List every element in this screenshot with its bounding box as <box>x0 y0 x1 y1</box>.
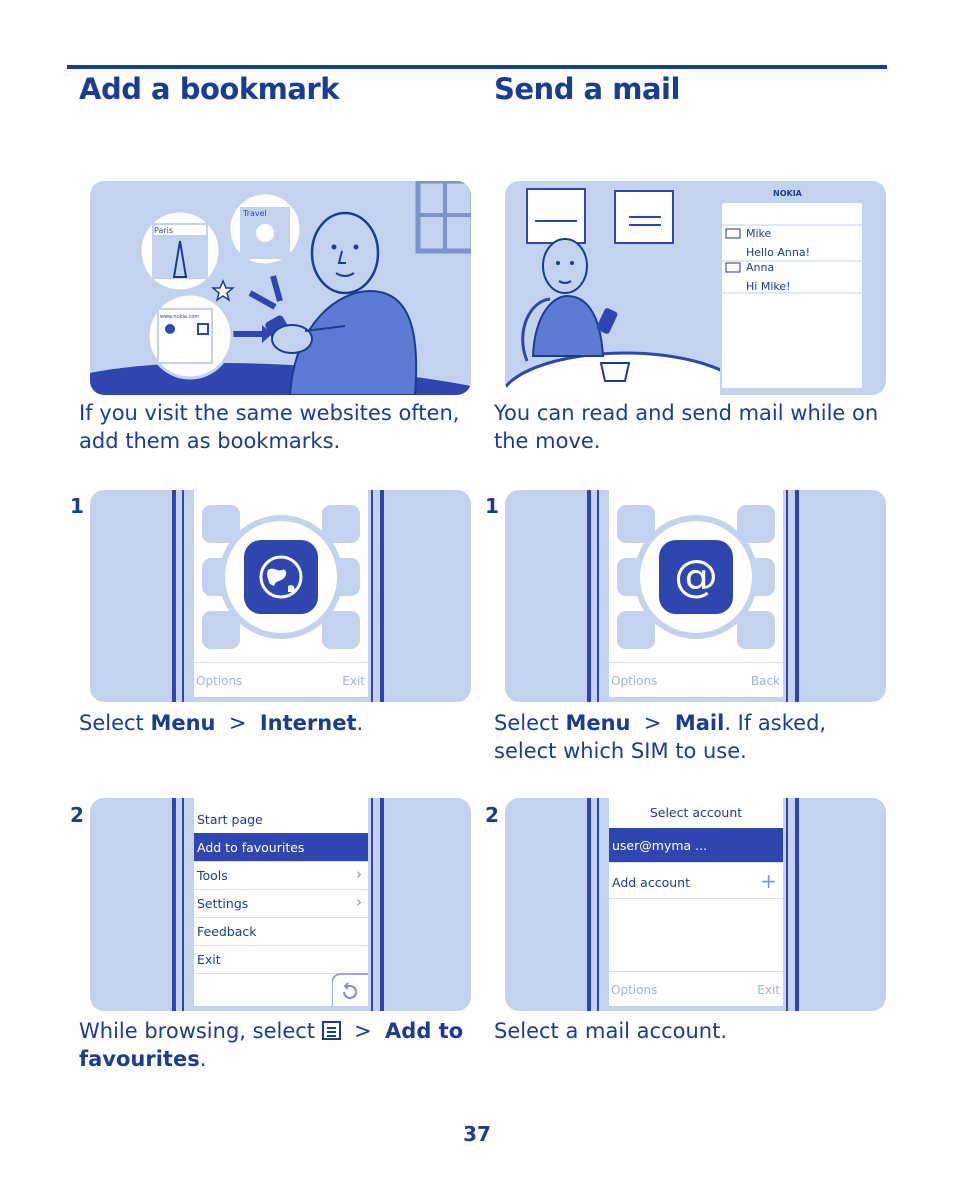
at-sign-icon: @ <box>659 540 733 614</box>
send-mail-title: Send a mail <box>494 72 680 106</box>
step1-instruction: Select Menu > Mail. If asked, select whi… <box>494 711 827 763</box>
softkey-back[interactable]: Back <box>750 674 780 688</box>
svg-text:Hello Anna!: Hello Anna! <box>746 246 810 259</box>
internet-screen-panel: Options Exit <box>90 490 471 702</box>
menu-item-start-page[interactable]: Start page <box>194 805 368 834</box>
softkey-options[interactable]: Options <box>196 674 243 688</box>
page-number: 37 <box>463 1122 491 1146</box>
svg-text:NOKIA: NOKIA <box>773 189 803 198</box>
softkey-options[interactable]: Options <box>611 674 658 688</box>
globe-icon <box>244 540 318 614</box>
menu-item-feedback[interactable]: Feedback <box>194 917 368 946</box>
browser-menu-panel: Start page Add to favourites Tools› Sett… <box>90 798 471 1011</box>
mail-intro: You can read and send mail while on the … <box>494 401 879 453</box>
step-number: 1 <box>70 494 84 518</box>
menu-item-tools[interactable]: Tools› <box>194 861 368 890</box>
select-account-header: Select account <box>649 805 743 820</box>
mail-app[interactable]: @ <box>634 515 758 639</box>
add-account-item[interactable]: Add account+ <box>609 864 783 899</box>
step-number: 2 <box>485 803 499 827</box>
menu-item-settings[interactable]: Settings› <box>194 889 368 918</box>
softkey-options[interactable]: Options <box>611 983 658 997</box>
svg-text:www.nokia.com: www.nokia.com <box>160 314 199 320</box>
step1-instruction: Select Menu > Internet. <box>79 711 364 735</box>
softkey-exit[interactable]: Exit <box>342 674 365 688</box>
options-menu: Start page Add to favourites Tools› Sett… <box>194 798 368 1006</box>
svg-text:@: @ <box>674 551 718 602</box>
top-rule <box>67 65 887 69</box>
step-number: 2 <box>70 803 84 827</box>
svg-text:Hi Mike!: Hi Mike! <box>746 280 791 293</box>
svg-text:Mike: Mike <box>746 227 772 240</box>
svg-text:Paris: Paris <box>154 226 173 235</box>
menu-item-exit[interactable]: Exit <box>194 945 368 974</box>
step2-instruction: Select a mail account. <box>494 1019 728 1043</box>
bookmark-intro: If you visit the same websites often, ad… <box>79 401 460 453</box>
mail-screen-panel: @ Options Back <box>505 490 886 702</box>
phone-screen: @ Options Back <box>609 490 783 697</box>
account-select-panel: Select account user@myma ... Add account… <box>505 798 886 1011</box>
menu-list-icon <box>321 1021 341 1040</box>
internet-app[interactable] <box>219 515 343 639</box>
svg-text:Anna: Anna <box>746 261 774 274</box>
plus-icon: + <box>760 869 777 893</box>
bookmark-illustration: Paris Travel www.nokia.com <box>90 181 471 395</box>
softkey-exit[interactable]: Exit <box>757 983 780 997</box>
chevron-right-icon: › <box>356 893 362 911</box>
add-bookmark-title: Add a bookmark <box>79 72 340 106</box>
account-item[interactable]: user@myma ... <box>609 828 783 863</box>
mail-illustration: NOKIA Mike Hello Anna! Anna Hi Mike! <box>505 181 886 395</box>
menu-item-add-to-favourites[interactable]: Add to favourites <box>194 833 368 862</box>
svg-text:Travel: Travel <box>242 209 267 218</box>
account-list: Select account user@myma ... Add account… <box>609 798 783 1006</box>
step-number: 1 <box>485 494 499 518</box>
phone-screen: Options Exit <box>194 490 368 697</box>
back-icon[interactable] <box>331 972 368 1006</box>
chevron-right-icon: › <box>356 865 362 883</box>
